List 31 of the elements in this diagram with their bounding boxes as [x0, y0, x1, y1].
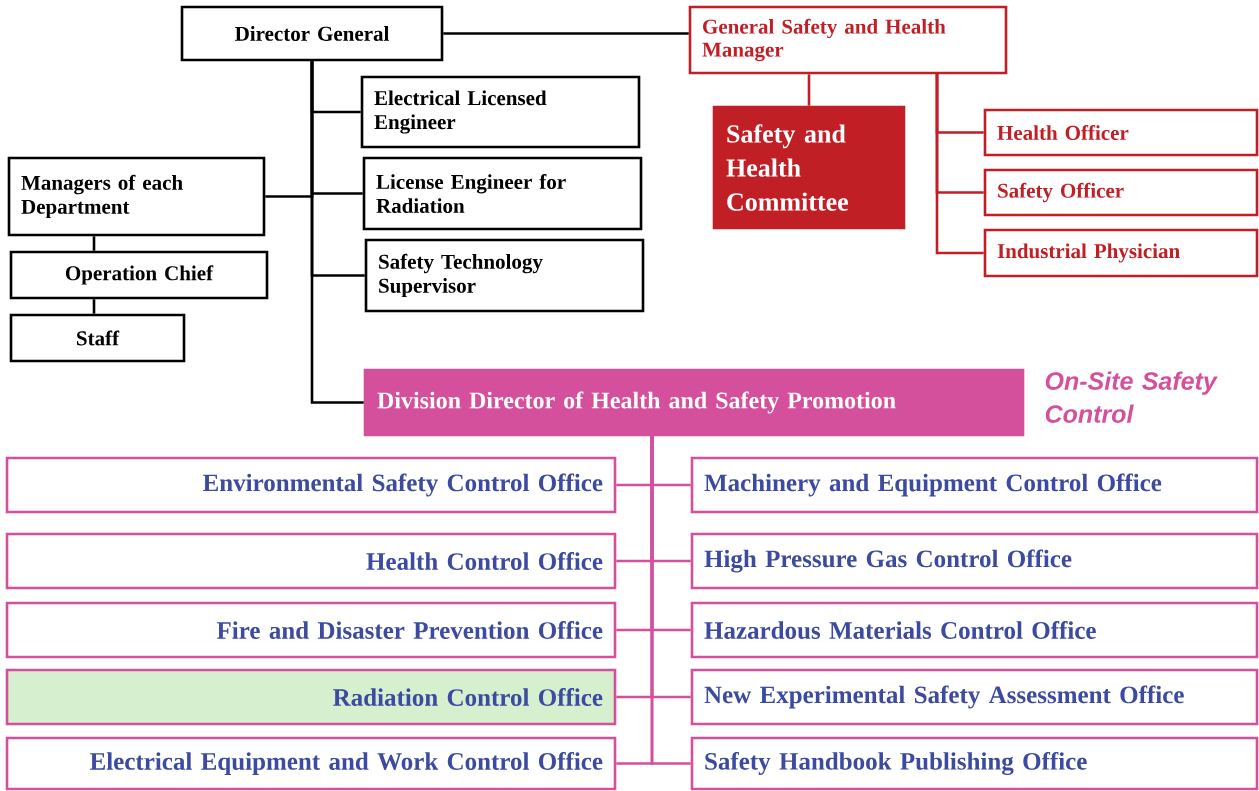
connector-line: [443, 32, 689, 35]
org-box: Industrial Physician: [983, 228, 1259, 278]
connector-line: [807, 74, 811, 106]
org-box: Safety Technology Supervisor: [364, 238, 645, 313]
division-box: Division Director of Health and Safety Promotion: [363, 368, 1025, 437]
org-box: Electrical Licensed Engineer: [360, 75, 641, 149]
side-label: On-Site Safety Control: [1045, 371, 1218, 423]
connector-line: [650, 435, 691, 765]
org-box: Staff: [9, 313, 186, 363]
office-box: Health Control Office: [5, 532, 617, 590]
org-box: Director General: [180, 5, 444, 62]
office-box: Machinery and Equipment Control Office: [690, 456, 1259, 514]
org-box: License Engineer for Radiation: [362, 156, 643, 231]
office-box: Environmental Safety Control Office: [5, 456, 617, 514]
office-box: New Experimental Safety Assessment Office: [690, 668, 1259, 726]
connector-line: [935, 73, 984, 255]
office-box: Electrical Equipment and Work Control Office: [5, 736, 617, 791]
org-box: General Safety and Health Manager: [688, 5, 1008, 75]
office-box: Safety Handbook Publishing Office: [690, 736, 1259, 791]
committee-box: Safety and Health Committee: [712, 105, 906, 230]
office-box: Radiation Control Office: [5, 668, 617, 726]
org-box: Health Officer: [983, 108, 1259, 157]
office-box: Hazardous Materials Control Office: [690, 601, 1259, 659]
org-box: Managers of each Department: [7, 156, 266, 237]
office-box: Fire and Disaster Prevention Office: [5, 601, 617, 659]
connector-line: [92, 299, 96, 314]
office-box: High Pressure Gas Control Office: [690, 532, 1259, 590]
org-box: Operation Chief: [9, 250, 269, 300]
connector-line: [92, 236, 96, 251]
org-box: Safety Officer: [983, 168, 1259, 217]
connector-line: [310, 61, 364, 404]
